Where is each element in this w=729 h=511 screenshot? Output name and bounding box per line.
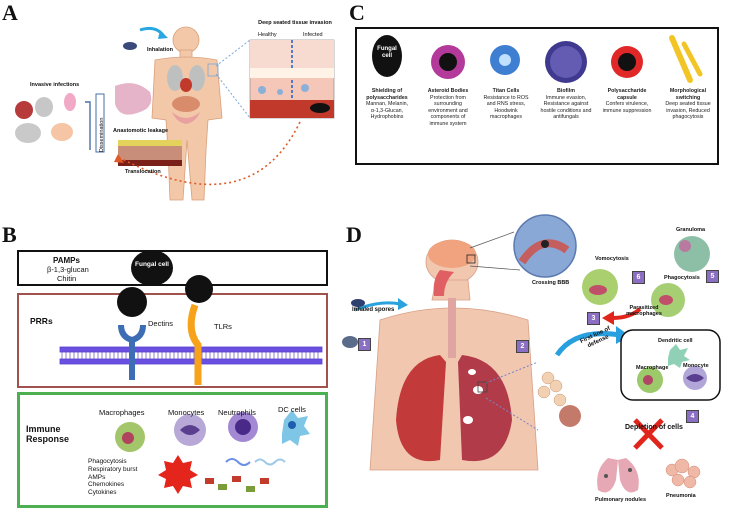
dendritic-label: Dendritic cell [658,338,693,344]
step-number: 6 [636,274,641,281]
parasitized-label: Parasitized macrophages [626,305,662,318]
step-badge-5: 5 [706,270,719,283]
step-number: 4 [690,413,695,420]
c-item-title: Morphological switching [669,88,707,101]
function-item: Chemokines [88,481,125,489]
pulmonary-nodules-label: Pulmonary nodules [595,497,647,503]
cell-label-dc: DC cells [278,405,306,414]
tlrs-label: TLRs [214,322,232,331]
c-fungal-cell-label: Fungal cell [377,46,397,60]
monocyte-label: Monocyte [683,363,709,369]
phagocytosis-label: Phagocytosis [664,275,700,281]
c-item-desc: Resistance to ROS and RNS stress, Hoodwi… [483,94,529,121]
c-item-desc: Mannan, Melanin, α-1,3-Glucan, Hydrophob… [365,101,409,121]
b-fungal-cell-label: Fungal cell [135,261,169,268]
function-item: AMPs [88,473,106,481]
step-number: 5 [710,273,715,280]
anastomotic-label: Anastomotic leakage [113,128,169,134]
inhaled-spores-label: Inhaled spores [352,307,395,313]
step-badge-3: 3 [587,312,600,325]
step-badge-6: 6 [632,271,645,284]
panel-c-frame [355,27,719,165]
c-item-title: Polysaccharide capsule [607,88,647,101]
cell-label-macrophages: Macrophages [99,408,145,417]
pamps-box: PAMPs β-1,3-glucan Chitin Fungal cell [17,250,328,286]
dectins-label: Dectins [148,319,174,328]
c-item-title: Asteroid Bodies [427,88,469,94]
granuloma-label: Granuloma [676,227,706,233]
translocation-label: Translocation [125,169,161,175]
c-item-desc: Deep seated tissue invasion, Reduced pha… [665,101,711,121]
c-item-capsule: Polysaccharide capsule Confers virulence… [601,88,653,114]
inhalation-label: Inhalation [147,47,173,53]
immune-response-label: Immune Response [26,424,70,445]
pamps-item: Chitin [57,274,77,283]
immune-functions-list: Phagocytosis Respiratory burst AMPs Chem… [88,458,138,497]
c-item-title: Shielding of polysaccharides [366,88,408,101]
function-item: Phagocytosis [88,458,127,465]
step-number: 3 [591,315,596,322]
panel-d-letter: D [346,222,362,247]
crossing-bbb-label: Crossing BBB [532,280,570,286]
depletion-label: Depletion of cells [625,424,683,431]
c-item-asteroid: Asteroid Bodies Protection from surround… [422,88,474,128]
step-number: 1 [362,341,367,348]
c-item-desc: Immune evasion, Resistance against hosti… [540,94,592,121]
c-item-titan: Titan Cells Resistance to ROS and RNS st… [480,88,532,121]
immune-response-box [17,392,328,508]
step-badge-2: 2 [516,340,529,353]
infected-label: Infected [303,32,323,38]
prrs-box [17,293,328,388]
b-fungal-cell [131,250,173,286]
step-badge-1: 1 [358,338,371,351]
c-item-shielding: Shielding of polysaccharides Mannan, Mel… [361,88,413,121]
c-item-title: Titan Cells [492,88,520,94]
c-item-biofilm: Biofilm Immune evasion, Resistance again… [540,88,592,121]
vomocytosis-label: Vomocytosis [595,256,629,262]
cell-label-neutrophils: Neutrophils [218,408,256,417]
c-item-desc: Protection from surrounding environment … [428,94,468,128]
invasive-infections-label: Invasive infections [30,82,80,88]
pamps-title: PAMPs [53,256,80,265]
macrophage-label: Macrophage [636,365,669,371]
c-item-desc: Confers virulence, immune suppression [602,101,652,114]
healthy-label: Healthy [258,32,277,38]
pamps-item: β-1,3-glucan [47,265,89,274]
cell-label-monocytes: Monocytes [168,408,205,417]
panel-b-letter: B [2,222,17,247]
deep-tissue-title: Deep seated tissue invasion [258,20,332,26]
panel-c-letter: C [349,0,365,25]
c-item-morph: Morphological switching Deep seated tiss… [662,88,714,121]
c-item-title: Biofilm [557,88,575,94]
function-item: Respiratory burst [88,465,138,473]
prrs-label: PRRs [30,316,53,326]
step-badge-4: 4 [686,410,699,423]
pneumonia-label: Pneumonia [666,493,696,499]
panel-a-letter: A [2,0,18,25]
function-item: Cytokines [88,489,117,497]
step-number: 2 [520,343,525,350]
